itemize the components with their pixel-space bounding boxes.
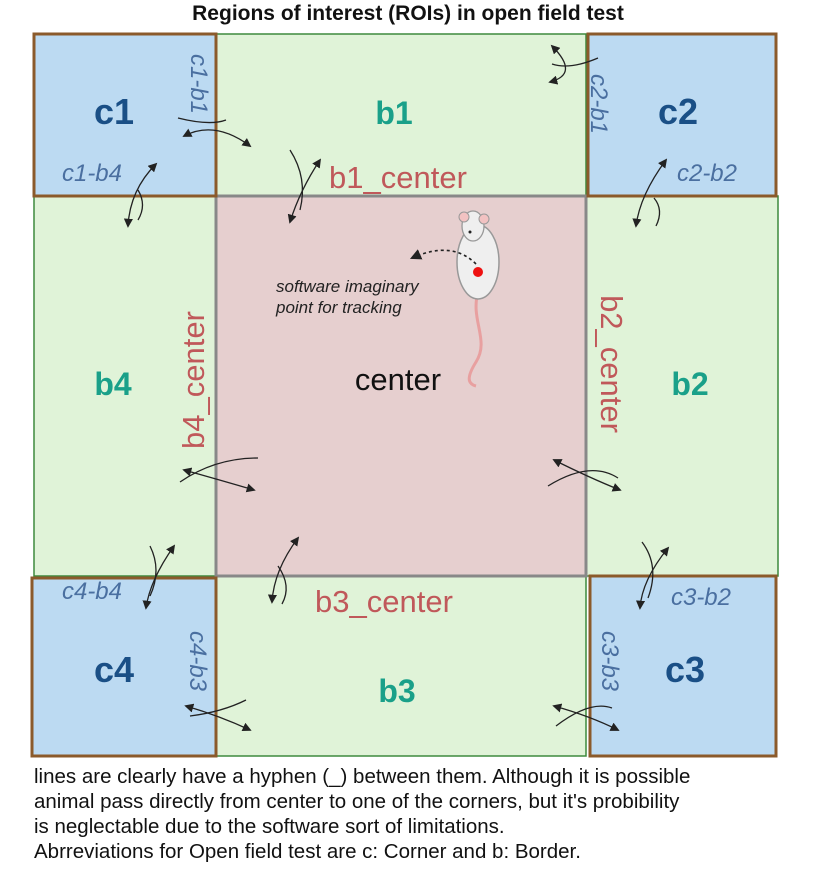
caption-line: animal pass directly from center to one … xyxy=(34,790,680,813)
label-b3-center: b3_center xyxy=(315,584,453,619)
region-center xyxy=(214,194,588,578)
tracking-note-line-2: point for tracking xyxy=(275,298,402,317)
label-c2: c2 xyxy=(658,91,698,132)
caption-line: is neglectable due to the software sort … xyxy=(34,815,505,838)
label-c3: c3 xyxy=(665,649,705,690)
label-c2-b1: c2-b1 xyxy=(585,74,612,134)
label-c1: c1 xyxy=(94,91,134,132)
label-b1: b1 xyxy=(375,95,412,131)
region-c3 xyxy=(588,574,778,758)
label-b1-center: b1_center xyxy=(329,160,467,195)
region-b3 xyxy=(215,575,587,757)
tracking-point xyxy=(473,267,483,277)
label-b4: b4 xyxy=(94,366,132,402)
diagram-title: Regions of interest (ROIs) in open field… xyxy=(192,2,624,25)
label-b2: b2 xyxy=(671,366,708,402)
label-b4-center: b4_center xyxy=(176,311,211,449)
label-c1-b4: c1-b4 xyxy=(62,160,122,187)
label-c3-b2: c3-b2 xyxy=(671,584,731,611)
caption-line: lines are clearly have a hyphen (_) betw… xyxy=(34,765,691,788)
label-c4: c4 xyxy=(94,649,134,690)
tracking-arrow xyxy=(409,249,477,265)
transition-arrows xyxy=(123,44,670,732)
label-c2-b2: c2-b2 xyxy=(677,160,737,187)
tracking-note: software imaginary point for tracking xyxy=(275,277,423,317)
label-c4-b3: c4-b3 xyxy=(184,631,211,692)
mouse-illustration xyxy=(456,210,500,388)
label-c4-b4: c4-b4 xyxy=(62,578,122,605)
region-b2 xyxy=(585,195,779,577)
label-b2-center: b2_center xyxy=(594,295,629,433)
region-c2 xyxy=(586,32,778,198)
region-b1 xyxy=(215,33,587,197)
caption-line: Abrreviations for Open field test are c:… xyxy=(34,840,581,863)
region-b4 xyxy=(33,195,217,577)
label-center: center xyxy=(355,362,441,397)
caption: lines are clearly have a hyphen (_) betw… xyxy=(34,764,804,864)
label-b3: b3 xyxy=(378,673,415,709)
label-c1-b1: c1-b1 xyxy=(185,54,212,114)
tracking-note-line-1: software imaginary xyxy=(276,277,420,296)
label-c3-b3: c3-b3 xyxy=(596,631,623,692)
